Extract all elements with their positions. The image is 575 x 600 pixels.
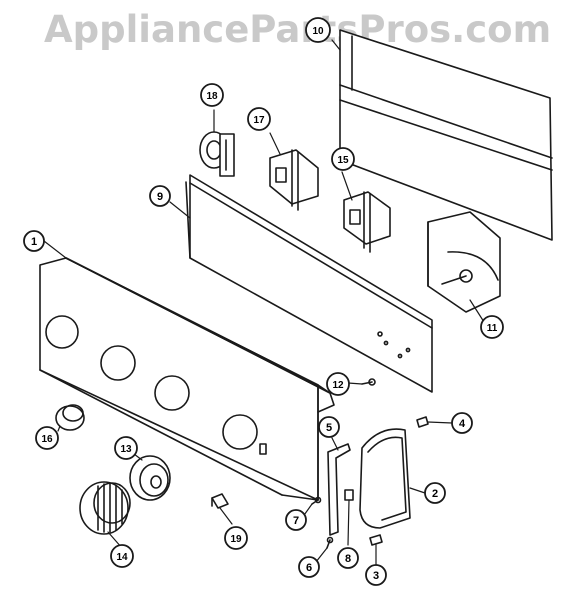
callout-8: 8: [337, 547, 359, 569]
callout-1-label: 1: [31, 236, 37, 248]
callout-2-label: 2: [432, 488, 438, 500]
callout-12: 12: [326, 372, 350, 396]
callout-2: 2: [424, 482, 446, 504]
callout-15-label: 15: [337, 155, 349, 166]
callout-18-label: 18: [206, 91, 218, 102]
callout-6-label: 6: [306, 562, 312, 574]
part-13-dial: [129, 455, 171, 501]
callout-7: 7: [285, 509, 307, 531]
part-end-cap: [359, 428, 411, 529]
part-4-clip: [416, 416, 429, 428]
part-16-knob: [55, 404, 85, 431]
part-18-switch: [199, 131, 235, 177]
callout-3: 3: [365, 564, 387, 586]
callout-14-label: 14: [116, 552, 128, 563]
part-7-screw: [311, 496, 322, 505]
part-trim-strip: [327, 443, 351, 536]
part-control-panel-plate: [185, 174, 433, 393]
callout-10-label: 10: [312, 26, 324, 37]
callout-13-label: 13: [120, 444, 132, 455]
callout-17-label: 17: [253, 115, 265, 126]
callout-5: 5: [318, 416, 340, 438]
watermark-logo: AppliancePartsPros.com: [44, 8, 552, 51]
part-12-screw: [361, 378, 376, 386]
callout-19: 19: [224, 526, 248, 550]
leader-lines: [43, 39, 485, 568]
part-console: [39, 257, 335, 501]
callout-5-label: 5: [326, 422, 332, 434]
callout-8-label: 8: [345, 553, 351, 565]
part-rear-panel: [339, 29, 553, 241]
callout-6: 6: [298, 556, 320, 578]
part-3-clip: [369, 534, 383, 546]
callout-labels: 1 2 3 4 5 6 7 8 9 10 11 12 13 14 15 16 1…: [23, 17, 504, 586]
part-17-switch: [269, 149, 319, 211]
callout-18: 18: [200, 83, 224, 107]
callout-16: 16: [35, 426, 59, 450]
callout-17: 17: [247, 107, 271, 131]
callout-4: 4: [451, 412, 473, 434]
part-11-timer: [427, 211, 501, 313]
part-15-switch: [343, 191, 391, 253]
callout-1: 1: [23, 230, 45, 252]
callout-11: 11: [480, 315, 504, 339]
callout-9: 9: [149, 185, 171, 207]
callout-9-label: 9: [157, 191, 163, 203]
callout-3-label: 3: [373, 570, 379, 582]
callout-4-label: 4: [459, 418, 466, 430]
callout-15: 15: [331, 147, 355, 171]
callout-14: 14: [110, 544, 134, 568]
callout-19-label: 19: [230, 534, 242, 545]
callout-10: 10: [305, 17, 331, 43]
callout-13: 13: [114, 436, 138, 460]
part-6-screw: [326, 536, 334, 549]
callout-16-label: 16: [41, 434, 53, 445]
callout-7-label: 7: [293, 515, 299, 527]
part-clip: [344, 489, 354, 501]
part-14-knob: [79, 481, 131, 535]
callout-11-label: 11: [487, 323, 498, 334]
callout-12-label: 12: [332, 380, 344, 391]
part-19-bracket: [211, 493, 229, 509]
